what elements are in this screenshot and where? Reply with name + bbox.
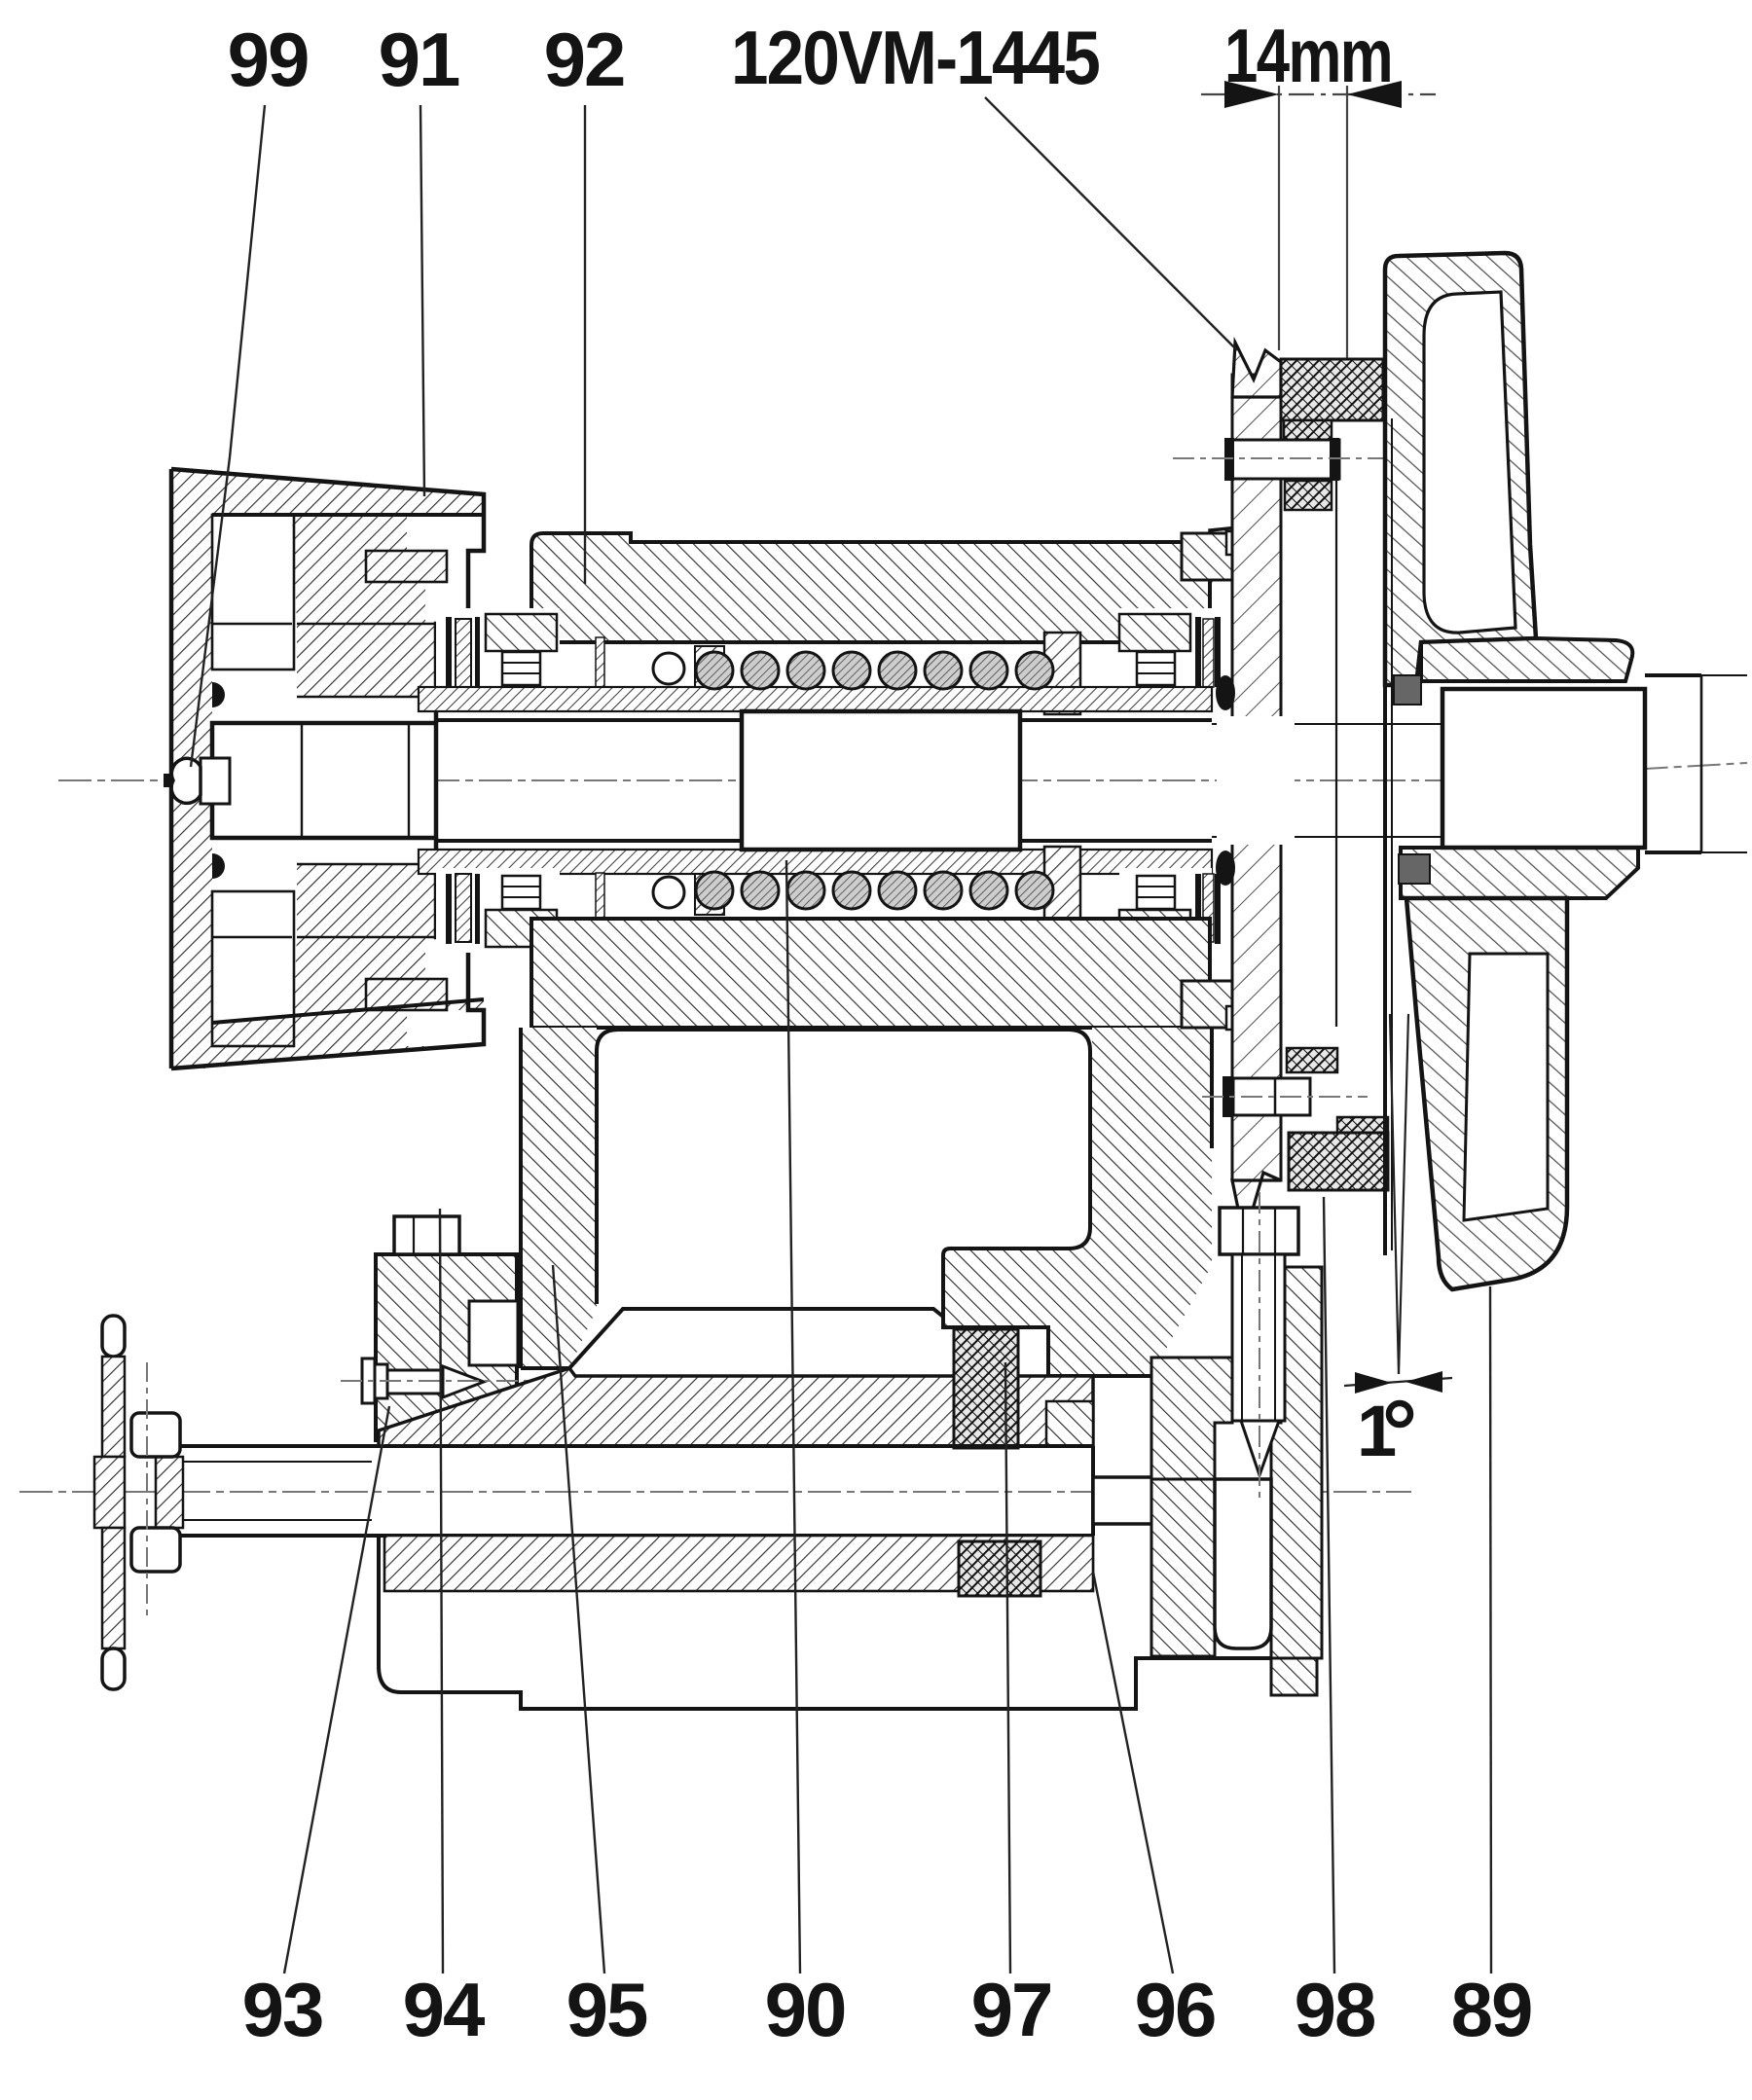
svg-text:94: 94 [403,1967,485,2052]
svg-text:95: 95 [566,1967,647,2052]
svg-text:14mm: 14mm [1224,13,1392,98]
svg-text:98: 98 [1295,1967,1375,2052]
svg-text:96: 96 [1135,1967,1216,2052]
svg-text:1: 1 [1357,1391,1397,1471]
svg-text:99: 99 [228,17,309,102]
svg-text:92: 92 [544,17,625,102]
svg-text:97: 97 [971,1967,1052,2052]
svg-text:90: 90 [765,1967,846,2052]
svg-text:93: 93 [242,1967,323,2052]
svg-text:120VM-1445: 120VM-1445 [731,15,1100,100]
svg-text:91: 91 [379,17,459,102]
svg-text:89: 89 [1451,1967,1532,2052]
